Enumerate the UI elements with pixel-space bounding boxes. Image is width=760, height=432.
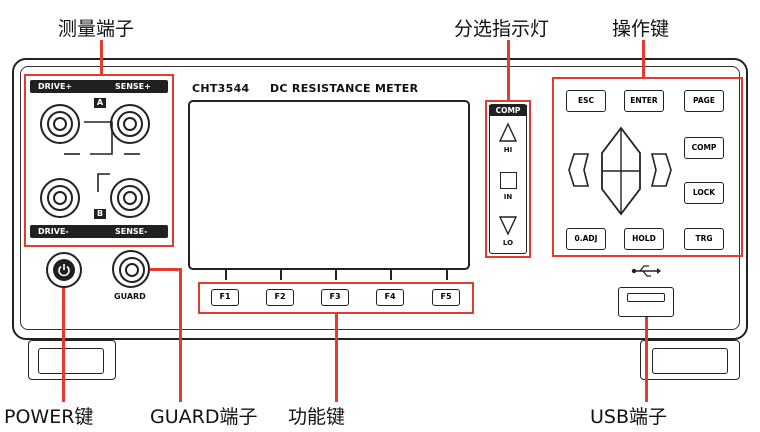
guard-label: GUARD xyxy=(114,292,146,301)
f1-indicator-tick xyxy=(225,268,227,280)
comp-key[interactable]: COMP xyxy=(684,137,724,159)
terminal-wiring xyxy=(64,121,140,192)
product-name: DC RESISTANCE METER xyxy=(270,82,419,95)
page-key[interactable]: PAGE xyxy=(684,90,724,112)
left-arrow-key[interactable] xyxy=(566,150,592,190)
hold-key[interactable]: HOLD xyxy=(624,228,664,250)
hi-indicator-label: HI xyxy=(503,146,513,154)
left-foot-pad xyxy=(38,348,104,374)
lock-key[interactable]: LOCK xyxy=(684,182,724,204)
zero-adj-key[interactable]: 0.ADJ xyxy=(566,228,606,250)
terminal-footer-bar xyxy=(30,225,168,238)
callout-sorting-indicator: 分选指示灯 xyxy=(454,18,550,40)
leader-function-keys xyxy=(335,314,338,402)
hi-indicator-icon xyxy=(498,122,518,142)
f5-key[interactable]: F5 xyxy=(432,289,460,306)
callout-operation-keys: 操作键 xyxy=(612,18,670,40)
f3-indicator-tick xyxy=(335,268,337,280)
power-button[interactable] xyxy=(46,252,82,288)
leader-usb-port xyxy=(645,317,648,402)
lo-indicator-icon xyxy=(498,216,518,236)
callout-power-key: POWER键 xyxy=(4,406,94,428)
sorting-indicator-highlight xyxy=(485,100,531,258)
in-indicator-icon xyxy=(500,172,517,189)
drive-minus-terminal[interactable] xyxy=(40,178,80,218)
enter-key[interactable]: ENTER xyxy=(624,90,664,112)
function-keys-highlight xyxy=(198,282,474,314)
usb-port-slot xyxy=(627,293,665,302)
leader-guard-horizontal xyxy=(150,268,182,271)
leader-guard-vertical xyxy=(179,268,182,402)
leader-measure-terminals xyxy=(100,40,103,75)
f5-indicator-tick xyxy=(446,268,448,280)
callout-measure-terminals: 测量端子 xyxy=(58,18,135,40)
operation-keys-highlight xyxy=(552,77,743,257)
measure-terminals-highlight xyxy=(24,74,174,247)
sense-plus-label: SENSE+ xyxy=(115,82,151,91)
f3-key[interactable]: F3 xyxy=(321,289,349,306)
terminal-badge-b: B xyxy=(93,208,107,220)
callout-guard-terminal: GUARD端子 xyxy=(150,406,258,428)
drive-minus-label: DRIVE- xyxy=(38,227,69,236)
in-indicator-label: IN xyxy=(503,193,513,201)
f2-indicator-tick xyxy=(280,268,282,280)
right-foot-pad xyxy=(652,348,728,374)
drive-plus-terminal[interactable] xyxy=(40,104,80,144)
front-panel xyxy=(20,66,740,330)
right-arrow-key[interactable] xyxy=(648,150,674,190)
terminal-header-bar xyxy=(30,80,168,93)
leader-sorting-indicator xyxy=(507,40,510,100)
usb-port[interactable] xyxy=(618,287,674,317)
leader-power-key xyxy=(62,288,65,402)
sense-minus-terminal[interactable] xyxy=(110,178,150,218)
comp-indicator-title: COMP xyxy=(489,105,527,116)
trg-key[interactable]: TRG xyxy=(684,228,724,250)
f2-key[interactable]: F2 xyxy=(266,289,294,306)
drive-plus-label: DRIVE+ xyxy=(38,82,73,91)
lcd-screen xyxy=(188,100,470,270)
f4-key[interactable]: F4 xyxy=(376,289,404,306)
f4-indicator-tick xyxy=(390,268,392,280)
lo-indicator-label: LO xyxy=(502,239,514,247)
model-number: CHT3544 xyxy=(192,82,250,95)
up-down-arrow-key[interactable] xyxy=(598,125,644,217)
callout-usb-port: USB端子 xyxy=(590,406,668,428)
sense-plus-terminal[interactable] xyxy=(110,104,150,144)
callout-function-keys: 功能键 xyxy=(288,406,346,428)
sense-minus-label: SENSE- xyxy=(115,227,148,236)
power-button-cap xyxy=(53,259,75,281)
terminal-badge-a: A xyxy=(93,97,107,109)
power-icon xyxy=(58,264,70,277)
esc-key[interactable]: ESC xyxy=(566,90,606,112)
usb-icon xyxy=(631,265,661,277)
leader-operation-keys xyxy=(642,40,645,77)
guard-terminal[interactable] xyxy=(112,250,150,288)
f1-key[interactable]: F1 xyxy=(211,289,239,306)
